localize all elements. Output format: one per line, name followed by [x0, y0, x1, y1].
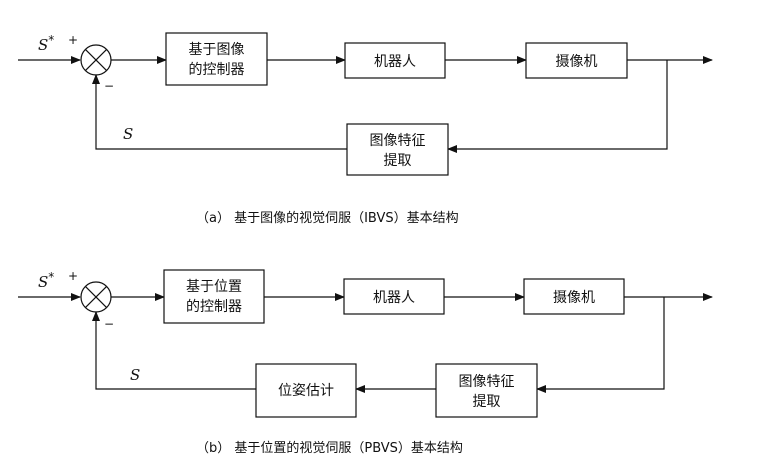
diagram-ibvs: S* + − 基于图像 的控制器 机器人 摄像机 图像特征 提取	[18, 32, 713, 226]
feature-label-line1: 图像特征	[370, 133, 426, 149]
camera-box	[525, 42, 628, 79]
summing-junction	[80, 281, 112, 313]
robot-box	[344, 42, 446, 79]
reference-symbol: S*	[38, 33, 54, 54]
feedback-path-to-junction	[92, 311, 256, 390]
feature-label-line2: 提取	[384, 153, 412, 169]
feature-label-line2: 提取	[473, 394, 501, 410]
feedback-symbol: S	[123, 125, 133, 143]
robot-label: 机器人	[373, 290, 415, 306]
image-based-controller-box	[165, 32, 268, 86]
feedback-path-to-junction	[92, 74, 347, 150]
feature-extraction-box	[346, 123, 449, 176]
camera-box	[523, 278, 625, 315]
reference-symbol: S*	[38, 270, 54, 291]
feedback-path-to-feature	[447, 60, 668, 153]
caption-a: （a） 基于图像的视觉伺服（IBVS）基本结构	[196, 210, 459, 226]
caption-b: （b） 基于位置的视觉伺服（PBVS）基本结构	[196, 440, 463, 456]
camera-label: 摄像机	[556, 54, 598, 70]
plus-sign: +	[68, 33, 78, 47]
summing-junction	[80, 44, 112, 76]
robot-label: 机器人	[374, 54, 416, 70]
feedback-symbol: S	[130, 366, 140, 384]
pose-estimation-box	[255, 363, 357, 418]
position-based-controller-box	[163, 269, 265, 324]
controller-label-line1: 基于位置	[186, 278, 242, 295]
minus-sign: −	[104, 317, 114, 331]
robot-box	[343, 278, 445, 315]
camera-label: 摄像机	[553, 290, 595, 306]
plus-sign: +	[68, 269, 78, 283]
feedback-path-to-feature	[536, 297, 665, 393]
controller-label-line2: 的控制器	[186, 299, 242, 315]
controller-label-line2: 的控制器	[189, 62, 245, 78]
pose-estimation-label: 位姿估计	[278, 383, 334, 399]
feature-extraction-box	[435, 363, 538, 418]
minus-sign: −	[104, 79, 114, 93]
feature-label-line1: 图像特征	[459, 374, 515, 390]
diagram-pbvs: S* + − 基于位置 的控制器 机器人 摄像机 图像特征 提取 位姿估计 S …	[18, 269, 713, 456]
controller-label-line1: 基于图像	[189, 41, 245, 58]
